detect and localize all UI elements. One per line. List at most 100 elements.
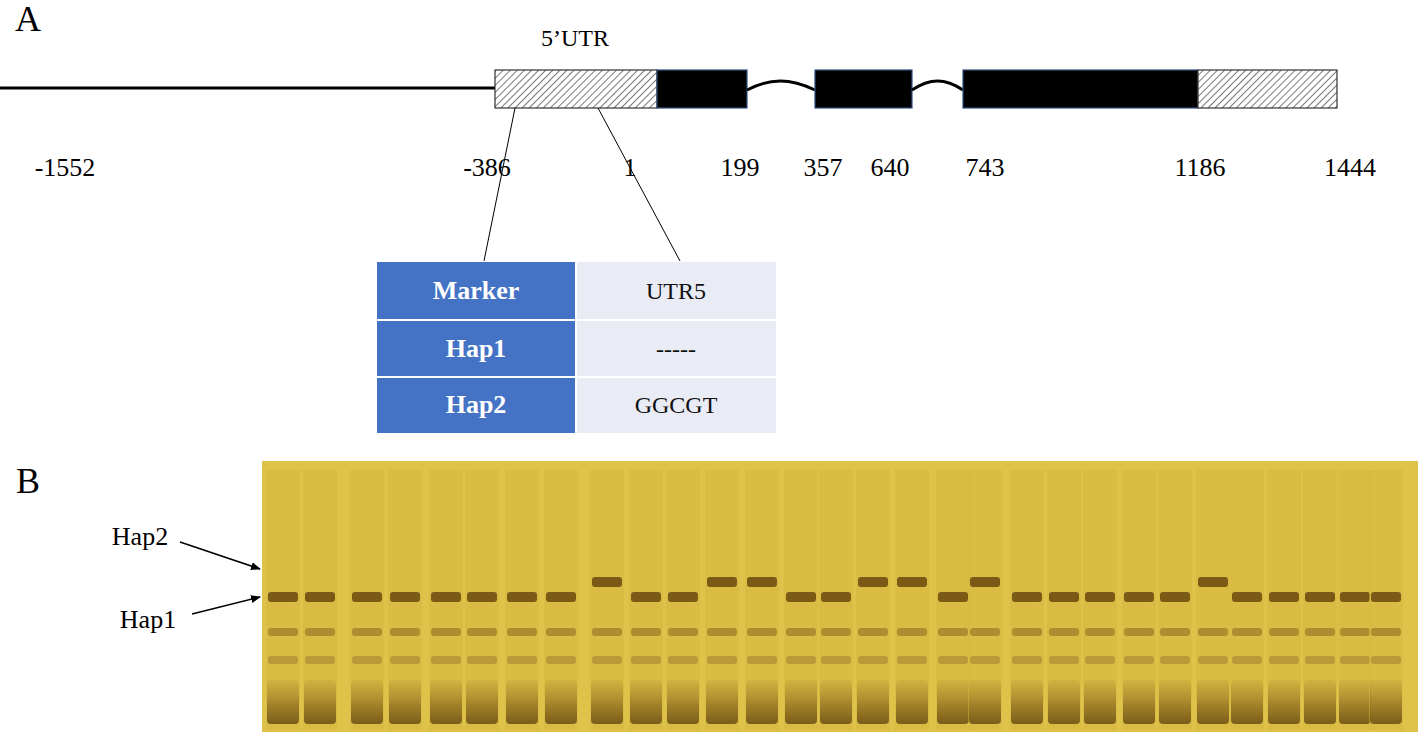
gel-band bbox=[1049, 656, 1079, 664]
gel-band bbox=[707, 577, 737, 587]
gel-lane bbox=[1303, 470, 1337, 730]
gel-band bbox=[858, 656, 888, 664]
table-header-cell bbox=[377, 321, 575, 376]
gel-band bbox=[546, 656, 576, 664]
gel-lane bbox=[968, 470, 1002, 730]
gel-lane bbox=[856, 470, 890, 730]
gel-smear bbox=[1159, 680, 1191, 724]
gel-lane bbox=[544, 470, 578, 730]
gel-band bbox=[938, 592, 968, 602]
exon-box bbox=[963, 70, 1198, 108]
gel-smear bbox=[351, 680, 383, 724]
gel-band bbox=[467, 628, 497, 636]
gel-lane bbox=[429, 470, 463, 730]
gel-smear bbox=[1123, 680, 1155, 724]
gel-band bbox=[707, 656, 737, 664]
table-cell bbox=[577, 321, 776, 376]
position-number: -386 bbox=[463, 154, 511, 183]
gel-band bbox=[431, 628, 461, 636]
gel-band bbox=[897, 577, 927, 587]
gel-band bbox=[1160, 656, 1190, 664]
gel-lane bbox=[350, 470, 384, 730]
gel-band bbox=[938, 656, 968, 664]
gel-band bbox=[821, 628, 851, 636]
gel-band bbox=[1232, 656, 1262, 664]
gel-band bbox=[305, 628, 335, 636]
table-header-cell bbox=[377, 262, 575, 319]
exon-box bbox=[657, 70, 747, 108]
position-number: 357 bbox=[804, 154, 843, 183]
gel-lane bbox=[745, 470, 779, 730]
gel-band bbox=[1340, 656, 1370, 664]
gel-smear bbox=[1231, 680, 1263, 724]
gel-band bbox=[747, 628, 777, 636]
gel-band bbox=[1160, 628, 1190, 636]
gel-band bbox=[592, 577, 622, 587]
gel-band bbox=[467, 656, 497, 664]
gel-smear bbox=[430, 680, 462, 724]
band-arrow bbox=[180, 542, 260, 569]
gel-smear bbox=[506, 680, 538, 724]
gel-band bbox=[970, 628, 1000, 636]
gel-smear bbox=[1339, 680, 1371, 724]
gel-band bbox=[668, 656, 698, 664]
gel-band bbox=[970, 577, 1000, 587]
gel-band bbox=[1085, 656, 1115, 664]
gel-band bbox=[1085, 592, 1115, 602]
gel-lane bbox=[666, 470, 700, 730]
gel-band bbox=[897, 628, 927, 636]
gel-band bbox=[631, 656, 661, 664]
gel-band bbox=[268, 592, 298, 602]
gel-band bbox=[1371, 628, 1401, 636]
gel-band bbox=[668, 628, 698, 636]
gel-lane bbox=[388, 470, 422, 730]
table-header-cell bbox=[377, 378, 575, 433]
table-cell-text: Hap1 bbox=[446, 335, 507, 364]
gel-band bbox=[1340, 592, 1370, 602]
gel-lane bbox=[936, 470, 970, 730]
gel-image bbox=[262, 461, 1418, 732]
gel-band bbox=[390, 628, 420, 636]
gel-band bbox=[1198, 628, 1228, 636]
region-label: 5’UTR bbox=[541, 25, 609, 51]
position-number: 640 bbox=[871, 154, 910, 183]
gel-smear bbox=[896, 680, 928, 724]
gel-smear bbox=[746, 680, 778, 724]
gel-smear bbox=[591, 680, 623, 724]
gel-smear bbox=[1268, 680, 1300, 724]
table-cell-text: ----- bbox=[656, 336, 696, 362]
gel-band bbox=[1269, 628, 1299, 636]
gel-lane bbox=[1338, 470, 1372, 730]
gel-band bbox=[1305, 628, 1335, 636]
gel-smear bbox=[389, 680, 421, 724]
gel-band bbox=[390, 592, 420, 602]
gel-band bbox=[970, 656, 1000, 664]
gel-band bbox=[305, 592, 335, 602]
panel-letter: B bbox=[16, 462, 40, 502]
exon-box bbox=[815, 70, 912, 108]
gel-band bbox=[786, 656, 816, 664]
gel-lane bbox=[505, 470, 539, 730]
utr-box bbox=[495, 70, 657, 108]
gel-band bbox=[546, 628, 576, 636]
gel-band bbox=[507, 628, 537, 636]
gel-band bbox=[1124, 656, 1154, 664]
gel-band bbox=[897, 656, 927, 664]
gel-lane bbox=[1010, 470, 1044, 730]
gel-lane bbox=[1083, 470, 1117, 730]
gel-band bbox=[1232, 628, 1262, 636]
gel-smear bbox=[969, 680, 1001, 724]
gel-smear bbox=[785, 680, 817, 724]
gel-band bbox=[1269, 656, 1299, 664]
gel-band bbox=[821, 592, 851, 602]
leader-line bbox=[598, 108, 680, 261]
gel-lane bbox=[1158, 470, 1192, 730]
gel-band bbox=[1305, 592, 1335, 602]
gel-smear bbox=[1197, 680, 1229, 724]
leader-line bbox=[484, 108, 515, 261]
gel-band bbox=[1012, 656, 1042, 664]
gel-band bbox=[668, 592, 698, 602]
band-label: Hap1 bbox=[120, 606, 176, 635]
gel-lane bbox=[1230, 470, 1264, 730]
gel-band bbox=[352, 656, 382, 664]
